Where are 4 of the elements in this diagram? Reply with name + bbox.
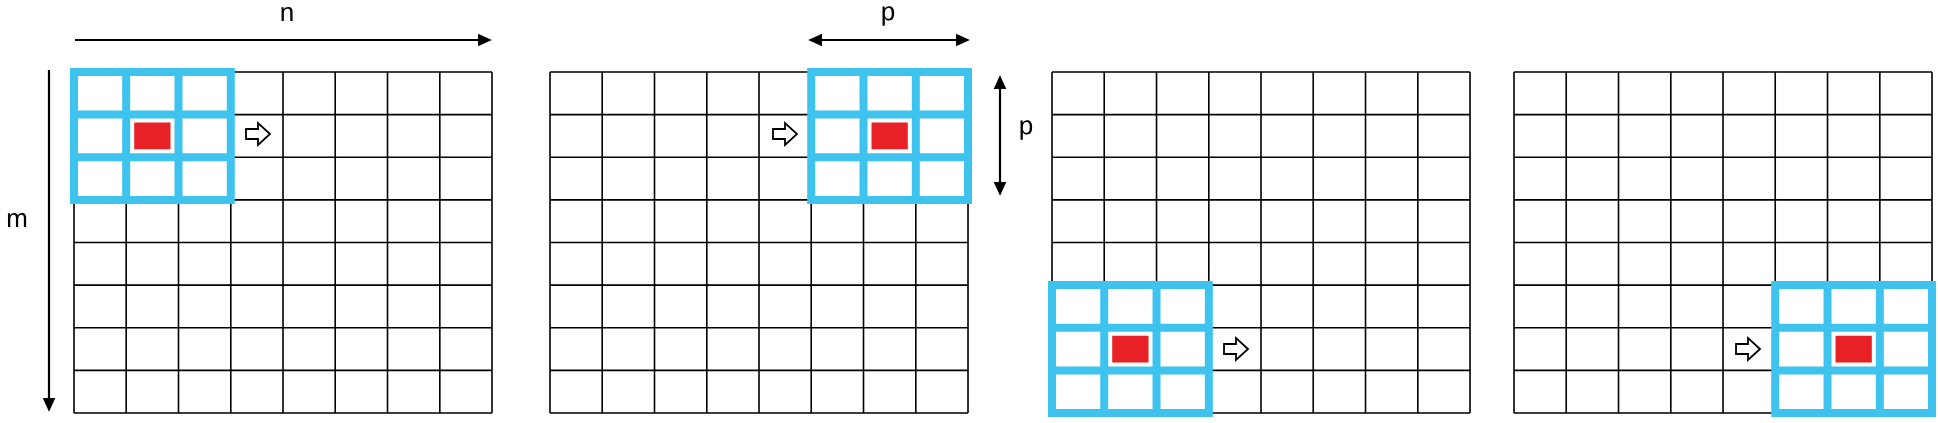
dimension-label: p bbox=[1020, 120, 1033, 140]
dimension-label: m bbox=[7, 213, 27, 227]
dimension-label: n bbox=[281, 7, 293, 21]
dimension-label: p bbox=[882, 6, 895, 26]
